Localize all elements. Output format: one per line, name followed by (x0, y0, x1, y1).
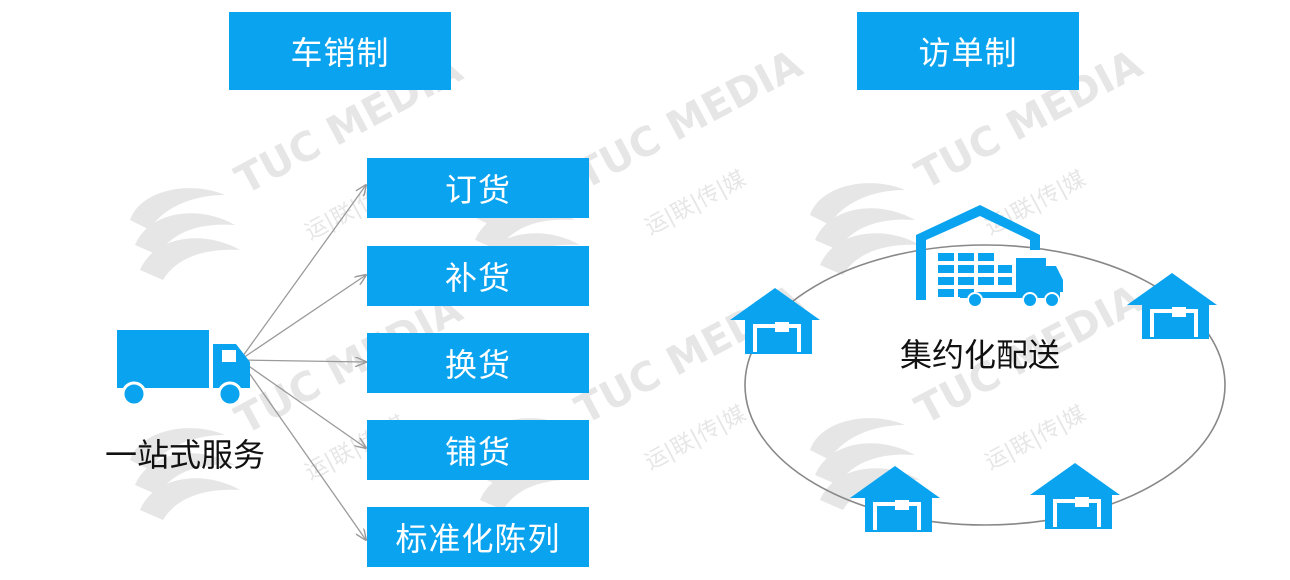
item-box-order: 订货 (367, 158, 589, 218)
house-icon (1127, 273, 1217, 339)
item-box-display: 标准化陈列 (367, 507, 589, 567)
left-title: 车销制 (229, 12, 451, 90)
connector-arrows (239, 185, 366, 540)
arrow-to-item-4 (239, 359, 366, 448)
item-box-restock: 补货 (367, 246, 589, 306)
house-icon (1030, 463, 1120, 529)
truck-icon (117, 330, 250, 407)
house-icon (850, 466, 940, 532)
service-label: 一站式服务 (104, 436, 265, 474)
arrow-to-item-3 (239, 360, 366, 362)
arrow-to-item-5 (239, 359, 366, 540)
item-box-exchange: 换货 (367, 333, 589, 393)
delivery-ellipse (744, 244, 1226, 526)
warehouse-delivery-icon (916, 205, 1063, 308)
arrow-to-item-2 (239, 275, 366, 361)
right-title: 访单制 (857, 12, 1079, 90)
house-icon (730, 288, 820, 354)
item-box-distribute: 铺货 (367, 420, 589, 480)
arrow-to-item-1 (239, 185, 366, 361)
center-label: 集约化配送 (899, 336, 1060, 374)
